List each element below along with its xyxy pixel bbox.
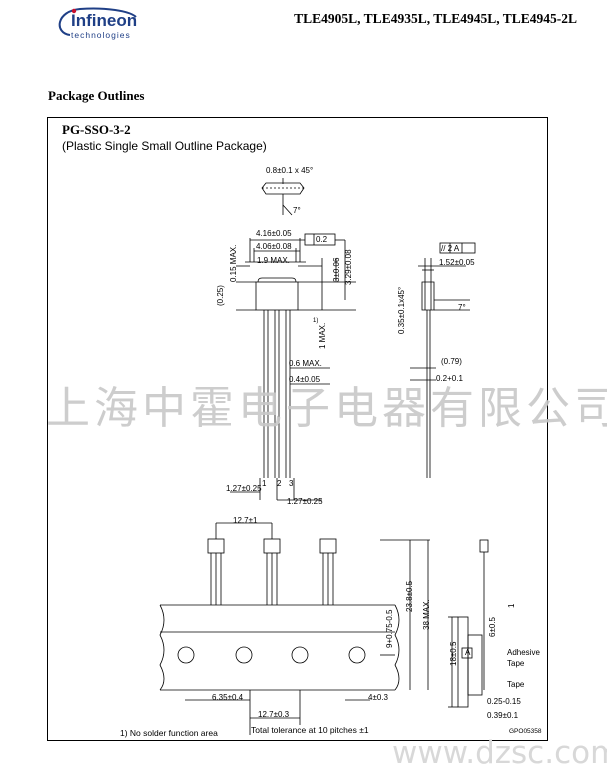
dim-side-035: 0.35±0.1x45° xyxy=(397,286,406,334)
label-adhesive-tape: Adhesive Tape xyxy=(507,648,540,668)
tape-component-3-shape xyxy=(319,538,337,554)
dim-lead-06: 0.6 MAX. xyxy=(289,359,322,368)
sprocket-hole-2 xyxy=(235,646,253,664)
dim-tape-635: 6.35±0.4 xyxy=(212,693,244,702)
tape-break-right xyxy=(394,604,400,691)
drawing-id: GPO05358 xyxy=(509,728,542,735)
dim-side-152: 1.52±0.05 xyxy=(439,258,475,267)
dim-h-3: 3±0.06 xyxy=(332,257,341,282)
footnote-text: 1) No solder function area xyxy=(120,728,218,738)
logo-sub-text: technologies xyxy=(71,30,131,40)
pin-3-label: 3 xyxy=(289,479,294,488)
document-title: TLE4905L, TLE4935L, TLE4945L, TLE4945-2L xyxy=(294,11,577,26)
tape-component-1-shape xyxy=(207,538,225,554)
dim-side-7: 7° xyxy=(458,303,466,312)
dim-h-025: (0.25) xyxy=(216,285,225,306)
dim-tape-6: 6±0.5 xyxy=(488,617,497,637)
dim-tape-1: 1 xyxy=(507,603,516,608)
dim-tape-4: 4±0.3 xyxy=(368,693,388,702)
dim-tape-039: 0.39±0.1 xyxy=(487,711,519,720)
logo-swoosh-icon xyxy=(58,7,137,36)
sprocket-hole-4 xyxy=(348,646,366,664)
chamfer-detail-shape xyxy=(261,182,305,195)
dim-tape-9: 9+0.75-0.5 xyxy=(385,609,394,648)
dim-chamfer: 0.8±0.1 x 45° xyxy=(266,166,314,175)
dim-tape-38: 38 MAX. xyxy=(422,599,431,630)
dim-footnote-mark: 1) xyxy=(313,318,319,324)
drawing-frame xyxy=(47,117,548,741)
dim-angle-top: 7° xyxy=(293,206,301,215)
site-watermark: www.dzsc.com xyxy=(392,735,607,771)
dim-lead-04: 0.4±0.05 xyxy=(289,375,321,384)
dim-tape-18: 18±0.5 xyxy=(449,641,458,666)
dim-side-079: (0.79) xyxy=(441,357,462,366)
dim-pitch-127b: 1.27±0.25 xyxy=(287,497,323,506)
dim-tape-127-3: 12.7±0.3 xyxy=(258,710,290,719)
dim-flatness: 0.2 xyxy=(316,235,328,244)
sprocket-hole-3 xyxy=(291,646,309,664)
chinese-watermark: 上海中霍电子电器有限公司 xyxy=(46,383,607,434)
dim-width-19: 1.9 MAX. xyxy=(257,256,290,265)
tape-component-2-shape xyxy=(263,538,281,554)
package-body-shape xyxy=(255,281,299,311)
dim-tape-025: 0.25-0.15 xyxy=(487,697,521,706)
sprocket-hole-1 xyxy=(177,646,195,664)
dim-width-416: 4.16±0.05 xyxy=(256,229,292,238)
dim-pitch-127a: 1.27±0.25 xyxy=(226,484,262,493)
package-description: (Plastic Single Small Outline Package) xyxy=(62,139,267,153)
total-tolerance-text: Total tolerance at 10 pitches ±1 xyxy=(251,725,369,735)
dim-h-329: 3.29±0.08 xyxy=(344,249,353,285)
infineon-logo: Infineon technologies xyxy=(50,5,140,45)
dim-tape-127-1: 12.7±1 xyxy=(233,516,258,525)
logo-main-text: Infineon xyxy=(71,11,138,30)
dim-h-015: 0.15 MAX. xyxy=(229,244,238,282)
pin-1-label: 1 xyxy=(262,479,267,488)
pin-2-label: 2 xyxy=(277,479,282,488)
dim-width-406: 4.06±0.08 xyxy=(256,242,292,251)
dim-side-02: 0.2+0.1 xyxy=(436,374,463,383)
section-title: Package Outlines xyxy=(48,88,145,103)
tape-break-left xyxy=(159,604,165,691)
dim-tape-datum-a: A xyxy=(465,648,471,657)
dim-h-1max: 1 MAX. xyxy=(318,322,327,349)
dim-side-tolerance: // 2 A xyxy=(441,244,460,253)
dim-tape-238: 23.8±0.5 xyxy=(405,580,414,612)
package-name: PG-SSO-3-2 xyxy=(62,122,131,137)
label-tape: Tape xyxy=(507,680,525,689)
